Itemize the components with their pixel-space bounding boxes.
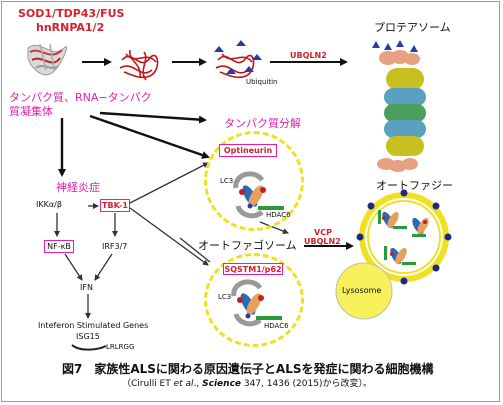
proteasome-label: プロテアソーム — [374, 21, 451, 34]
autophagy-vesicle — [356, 189, 452, 285]
citation-etal: et al — [173, 379, 194, 389]
isg-label-line2: ISG15 — [76, 332, 100, 341]
connector-autophagosome — [179, 237, 211, 263]
ubiquitin-label: Ubiquitin — [246, 78, 278, 86]
ubqln2-top-label: UBQLN2 — [290, 51, 327, 60]
lower-autophagosome-circle — [204, 253, 304, 347]
genes-line2: hnRNPA1/2 — [36, 21, 105, 34]
citation-journal: Science — [202, 379, 242, 389]
isg15-squiggle — [71, 344, 107, 351]
arrow-to-degradation — [99, 111, 207, 124]
arrow-tbk-optineurin — [129, 162, 209, 204]
citation-suffix: 347, 1436 (2015)から改変）。 — [241, 379, 372, 389]
lc3-top-label: LC3 — [220, 177, 234, 185]
red-aggregate-icon — [119, 49, 159, 81]
lrlrgg-label: LRLRGG — [106, 343, 135, 351]
irf-label: IRF3/7 — [102, 242, 128, 251]
hdac6-bottom-label: HDAC6 — [264, 322, 289, 330]
upper-autophagosome-circle — [204, 131, 304, 231]
arrow-to-optineurin — [89, 114, 210, 159]
tbk1-box: TBK-1 — [100, 199, 130, 212]
arrow-irf-ifn — [94, 253, 113, 281]
autophagy-label: オートファジー — [376, 179, 453, 192]
figure-caption-citation: （Cirulli ET et al., Science 347, 1436 (2… — [122, 380, 372, 389]
isg-label-line1: Inteferon Stimulated Genes — [38, 321, 149, 330]
lysosome-label: Lysosome — [342, 286, 382, 295]
lc3-bottom-label: LC3 — [218, 293, 232, 301]
genes-line1: SOD1/TDP43/FUS — [18, 7, 125, 20]
aggregate-label-line2: 質凝集体 — [9, 105, 53, 118]
ikk-label: IKKα/β — [36, 200, 62, 209]
degradation-label: タンパク質分解 — [224, 117, 301, 130]
arrow-nfkb-ifn — [64, 253, 83, 281]
vcp-label: VCP — [314, 228, 332, 237]
arrow-tbk-sqstm — [129, 207, 209, 266]
proteasome-icon — [372, 40, 426, 172]
figure-caption-title: 図7 家族性ALSに関わる原因遺伝子とALSを発症に関わる細胞機構 — [62, 362, 434, 376]
citation-mid: ., — [193, 379, 203, 389]
ubqln2-right-label: UBQLN2 — [304, 237, 341, 246]
sqstm-box: SQSTM1/p62 — [223, 263, 283, 275]
ubiquitinated-aggregate-icon — [214, 40, 262, 79]
inflammation-label: 神経炎症 — [56, 181, 100, 194]
optineurin-box: Optineurin — [219, 144, 277, 157]
aggregate-label-line1: タンパク質、RNA−タンパク — [9, 91, 152, 104]
lysosome-icon — [335, 262, 393, 320]
nfkb-box: NF-κB — [44, 240, 74, 253]
ifn-label: IFN — [80, 283, 93, 292]
protein-structure-icon — [27, 43, 68, 76]
autophagosome-label: オートファゴソーム — [198, 239, 297, 252]
hdac6-top-label: HDAC6 — [266, 211, 291, 219]
citation-prefix: （Cirulli ET — [122, 379, 174, 389]
